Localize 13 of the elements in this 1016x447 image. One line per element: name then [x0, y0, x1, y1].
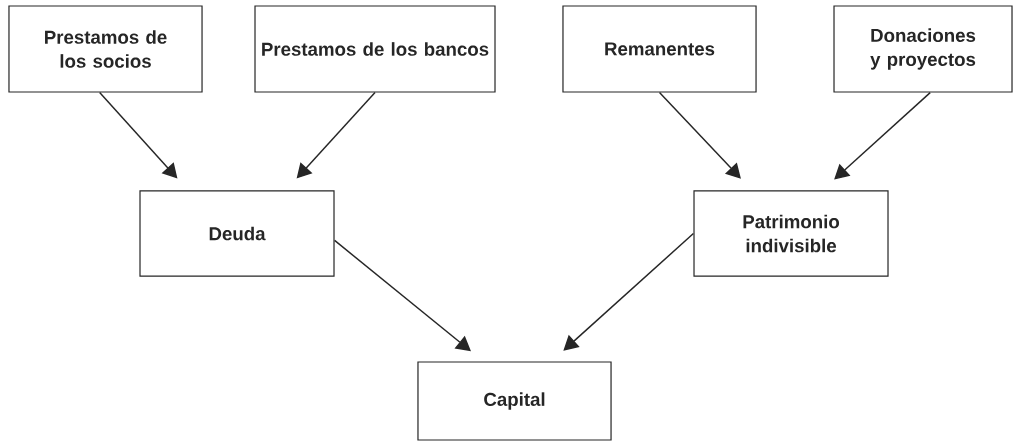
arrow — [834, 91, 931, 180]
arrow — [563, 232, 695, 351]
process-box: Donaciones y proyectos — [833, 5, 1013, 93]
arrow — [658, 91, 741, 179]
process-box: Patrimonio indivisible — [693, 190, 889, 277]
process-box: Prestamos de los socios — [8, 5, 203, 93]
arrow — [296, 91, 376, 179]
arrow — [98, 91, 178, 179]
process-box: Deuda — [139, 190, 335, 277]
process-box: Prestamos de los bancos — [254, 5, 496, 93]
process-box: Capital — [417, 361, 612, 441]
arrow — [333, 239, 471, 352]
process-box: Remanentes — [562, 5, 757, 93]
